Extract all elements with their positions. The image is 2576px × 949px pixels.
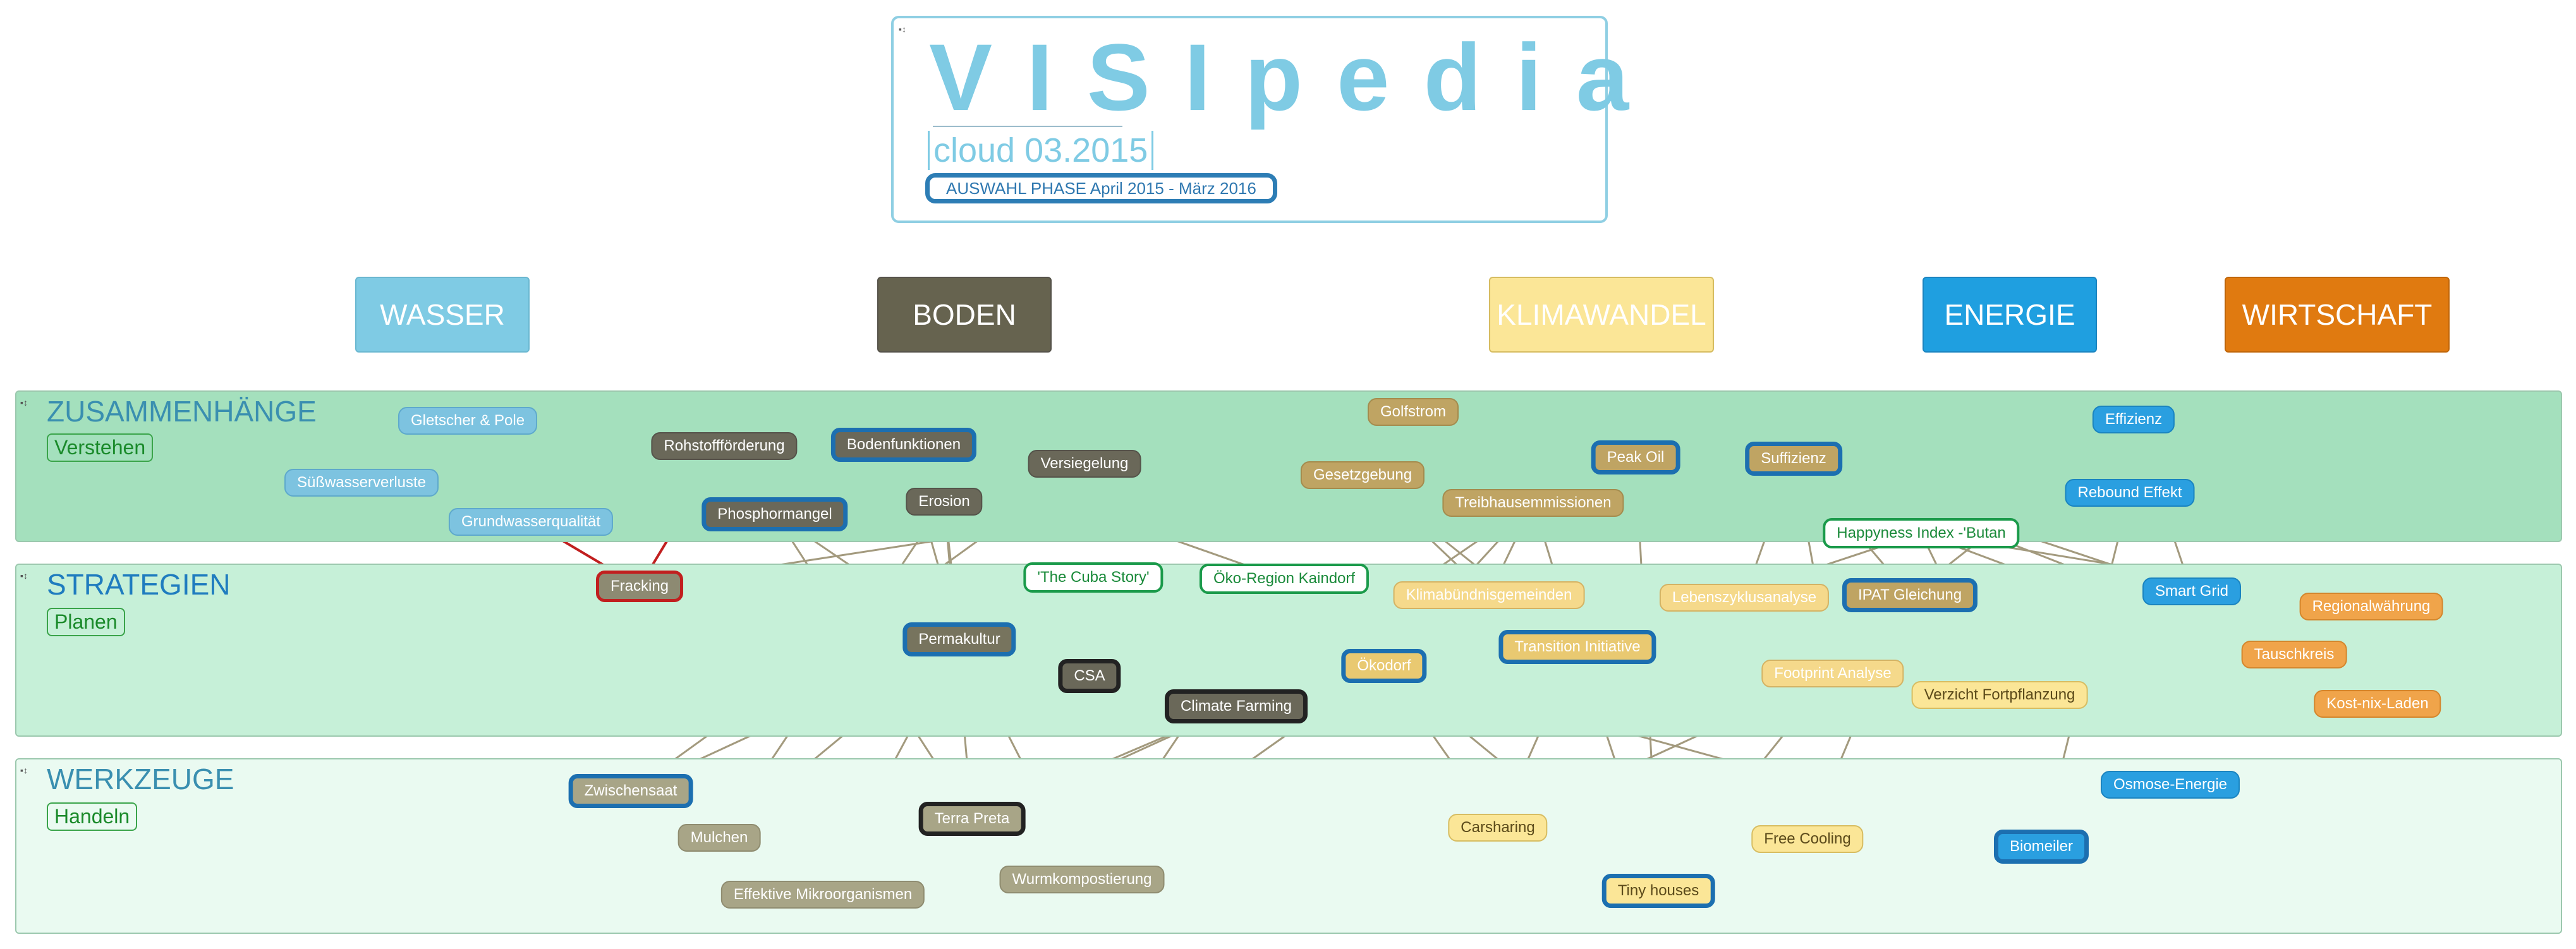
node-verzicht[interactable]: Verzicht Fortpflanzung bbox=[1911, 681, 2088, 709]
node-osmose[interactable]: Osmose-Energie bbox=[2100, 771, 2240, 799]
node-footprint[interactable]: Footprint Analyse bbox=[1761, 660, 1904, 687]
node-treibhaus[interactable]: Treibhausemmissionen bbox=[1442, 489, 1624, 517]
collapse-toggle-icon[interactable]: ▪↕ bbox=[899, 24, 906, 34]
node-golfstrom[interactable]: Golfstrom bbox=[1367, 398, 1459, 426]
node-climatefarming[interactable]: Climate Farming bbox=[1164, 689, 1308, 723]
band-subtitle-verstehen: Verstehen bbox=[47, 433, 154, 462]
node-wurm[interactable]: Wurmkompostierung bbox=[999, 866, 1165, 893]
collapse-toggle-icon[interactable]: ▪↕ bbox=[20, 571, 28, 581]
node-grundwasser[interactable]: Grundwasserqualität bbox=[448, 508, 614, 536]
title-divider bbox=[933, 126, 1122, 127]
node-terrapreta[interactable]: Terra Preta bbox=[918, 802, 1026, 836]
node-tauschkreis[interactable]: Tauschkreis bbox=[2241, 641, 2347, 668]
collapse-toggle-icon[interactable]: ▪↕ bbox=[20, 397, 28, 408]
category-energie[interactable]: ENERGIE bbox=[1923, 277, 2097, 353]
node-csa[interactable]: CSA bbox=[1058, 659, 1121, 693]
node-effizienz[interactable]: Effizienz bbox=[2092, 406, 2175, 433]
category-wasser[interactable]: WASSER bbox=[355, 277, 530, 353]
node-rohstoff[interactable]: Rohstoffförderung bbox=[651, 432, 798, 460]
node-suesswasser[interactable]: Süßwasserverluste bbox=[284, 469, 439, 497]
node-mulchen[interactable]: Mulchen bbox=[677, 824, 761, 852]
node-phosphor[interactable]: Phosphormangel bbox=[702, 497, 848, 531]
node-erosion[interactable]: Erosion bbox=[906, 488, 983, 516]
node-versiegelung[interactable]: Versiegelung bbox=[1028, 450, 1141, 478]
node-happyness[interactable]: Happyness Index -'Butan bbox=[1823, 518, 2020, 548]
category-klimawandel[interactable]: KLIMAWANDEL bbox=[1489, 277, 1714, 353]
band-zusammenhaenge: ▪↕ bbox=[15, 390, 2562, 542]
node-suffizienz[interactable]: Suffizienz bbox=[1745, 442, 1842, 476]
node-oekoregion[interactable]: Öko-Region Kaindorf bbox=[1199, 564, 1370, 594]
node-cuba[interactable]: 'The Cuba Story' bbox=[1023, 562, 1163, 593]
category-boden[interactable]: BODEN bbox=[877, 277, 1052, 353]
node-carsharing[interactable]: Carsharing bbox=[1448, 814, 1548, 842]
node-biomeiler[interactable]: Biomeiler bbox=[1993, 830, 2089, 864]
page-subtitle: cloud 03.2015 bbox=[928, 131, 1154, 170]
node-gletscher[interactable]: Gletscher & Pole bbox=[398, 407, 538, 435]
node-regional[interactable]: Regionalwährung bbox=[2299, 593, 2443, 620]
band-subtitle-handeln: Handeln bbox=[47, 802, 138, 831]
node-peakoil[interactable]: Peak Oil bbox=[1591, 440, 1680, 474]
node-zwischensaat[interactable]: Zwischensaat bbox=[568, 774, 693, 808]
node-smartgrid[interactable]: Smart Grid bbox=[2142, 577, 2242, 605]
node-ipat[interactable]: IPAT Gleichung bbox=[1842, 578, 1978, 612]
node-oekodorf[interactable]: Ökodorf bbox=[1341, 649, 1427, 683]
node-freecooling[interactable]: Free Cooling bbox=[1751, 825, 1864, 853]
band-title-werkzeuge: WERKZEUGE bbox=[47, 763, 234, 795]
node-klimabuendnis[interactable]: Klimabündnisgemeinden bbox=[1393, 581, 1585, 609]
node-permakultur[interactable]: Permakultur bbox=[902, 622, 1016, 656]
node-tinyhouses[interactable]: Tiny houses bbox=[1601, 874, 1715, 908]
node-gesetzgebung[interactable]: Gesetzgebung bbox=[1300, 461, 1425, 489]
node-kostnix[interactable]: Kost-nix-Laden bbox=[2314, 690, 2441, 718]
category-wirtschaft[interactable]: WIRTSCHAFT bbox=[2225, 277, 2450, 353]
node-bodenfunktionen[interactable]: Bodenfunktionen bbox=[830, 428, 977, 462]
node-lebenszyklus[interactable]: Lebenszyklusanalyse bbox=[1659, 584, 1830, 612]
page-title: VISIpedia bbox=[929, 24, 1663, 130]
node-rebound[interactable]: Rebound Effekt bbox=[2065, 479, 2195, 507]
band-title-zusammenhaenge: ZUSAMMENHÄNGE bbox=[47, 395, 317, 428]
phase-tag[interactable]: AUSWAHL PHASE April 2015 - März 2016 bbox=[925, 173, 1277, 203]
node-fracking[interactable]: Fracking bbox=[595, 571, 684, 602]
collapse-toggle-icon[interactable]: ▪↕ bbox=[20, 765, 28, 775]
band-title-strategien: STRATEGIEN bbox=[47, 568, 231, 601]
node-transition[interactable]: Transition Initiative bbox=[1498, 630, 1656, 664]
band-subtitle-planen: Planen bbox=[47, 608, 125, 636]
node-mikroorganismen[interactable]: Effektive Mikroorganismen bbox=[720, 881, 925, 909]
title-card: ▪↕ VISIpedia cloud 03.2015 AUSWAHL PHASE… bbox=[891, 16, 1629, 223]
